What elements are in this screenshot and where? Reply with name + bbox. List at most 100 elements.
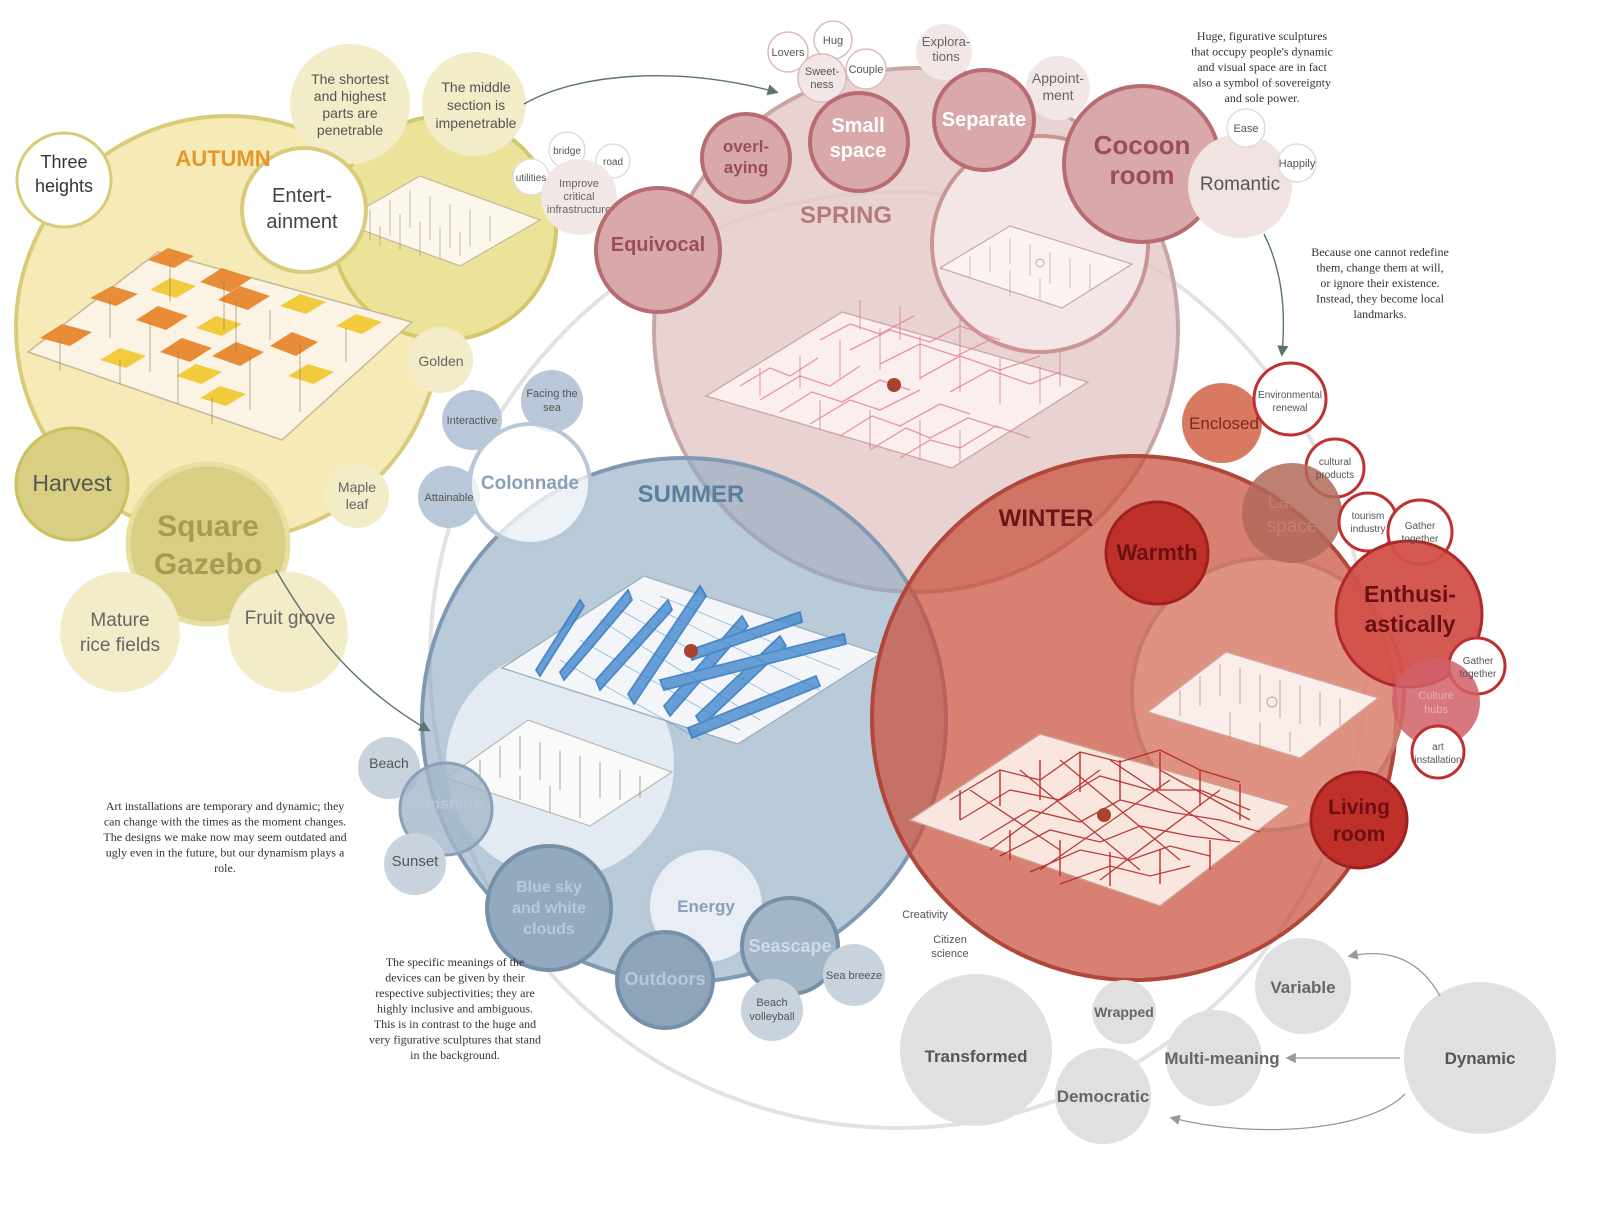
- beach-bubble: [358, 737, 420, 799]
- svg-text:Sunset: Sunset: [392, 853, 440, 870]
- spring-model: [704, 300, 1090, 469]
- autumn-label: AUTUMN: [175, 146, 270, 171]
- svg-text:Beach: Beach: [369, 755, 409, 771]
- svg-text:bridge: bridge: [553, 146, 581, 157]
- multi-meaning-bubble: [1166, 1010, 1262, 1106]
- enclosed-bubble: [1182, 383, 1262, 463]
- svg-text:Creativity: Creativity: [902, 909, 948, 921]
- explorations-bubble: [916, 24, 972, 80]
- svg-text:Enthusi-astically: Enthusi-astically: [1364, 581, 1456, 637]
- large-space-bubble: [1242, 463, 1342, 563]
- svg-text:Seascape: Seascape: [748, 936, 831, 956]
- spring-inner-model: [938, 225, 1134, 309]
- ease-bubble: [1226, 108, 1266, 148]
- golden-bubble: [407, 327, 473, 393]
- transformed-bubble: [900, 974, 1052, 1126]
- variable-bubble: [1255, 938, 1351, 1034]
- summer-inner-model: [444, 719, 674, 827]
- shortest-highest-bubble: [290, 44, 410, 164]
- arrow-spring-winter: [1263, 233, 1289, 357]
- living-room-bubble: [1309, 770, 1409, 870]
- sweetness-bubble: [797, 53, 847, 103]
- culture-hubs-bubble: [1392, 658, 1480, 746]
- svg-text:Transformed: Transformed: [925, 1047, 1028, 1066]
- arrow-dynamic-democratic: [1169, 1093, 1406, 1131]
- fruit-grove-bubble: [228, 572, 348, 692]
- svg-text:utilities: utilities: [516, 173, 547, 184]
- colonnade-bubble: [468, 422, 592, 546]
- middle-section-bubble: [422, 52, 526, 156]
- svg-text:Dynamic: Dynamic: [1445, 1049, 1516, 1068]
- svg-text:Energy: Energy: [677, 897, 735, 916]
- svg-text:Democratic: Democratic: [1057, 1087, 1150, 1106]
- summer-model: [500, 575, 882, 745]
- autumn-upper-model: [338, 175, 542, 267]
- separate-bubble: [932, 68, 1036, 172]
- svg-text:Colonnade: Colonnade: [481, 473, 579, 494]
- harvest-bubble: [14, 426, 130, 542]
- svg-text:Equivocal: Equivocal: [611, 234, 705, 256]
- arrow-autumn-spring: [523, 75, 779, 105]
- equivocal-bubble: [594, 186, 722, 314]
- appointment-bubble: [1026, 56, 1090, 120]
- small-space-bubble: [808, 91, 910, 193]
- arrow-dynamic-variable: [1347, 949, 1441, 997]
- svg-text:overl-aying: overl-aying: [723, 137, 769, 177]
- spring-group: SPRING Lovers Hug Sweet-ness Couple Expl…: [594, 20, 1317, 594]
- svg-text:Happily: Happily: [1279, 158, 1316, 170]
- sunshine-bubble: [398, 761, 494, 857]
- golden-label: Golden: [418, 353, 463, 369]
- svg-text:Attainable: Attainable: [425, 492, 474, 504]
- env-renewal-bubble: [1252, 361, 1328, 437]
- winter-label: WINTER: [999, 505, 1094, 532]
- svg-text:Enclosed: Enclosed: [1189, 414, 1259, 433]
- svg-text:Multi-meaning: Multi-meaning: [1164, 1049, 1279, 1068]
- wrapped-bubble: [1092, 980, 1156, 1044]
- romantic-bubble: [1188, 134, 1292, 238]
- svg-text:Ease: Ease: [1233, 123, 1258, 135]
- svg-text:Interactive: Interactive: [447, 415, 498, 427]
- svg-text:Sea breeze: Sea breeze: [826, 970, 882, 982]
- happily-bubble: [1277, 143, 1317, 183]
- svg-text:Wrapped: Wrapped: [1094, 1004, 1154, 1020]
- svg-text:Lovers: Lovers: [771, 47, 805, 59]
- svg-text:Outdoors: Outdoors: [625, 969, 706, 989]
- svg-text:Sunshine: Sunshine: [410, 796, 482, 813]
- sea-breeze-bubble: [823, 944, 885, 1006]
- svg-text:Sweet-ness: Sweet-ness: [805, 66, 840, 91]
- democratic-bubble: [1055, 1048, 1151, 1144]
- svg-text:Entert-ainment: Entert-ainment: [266, 185, 338, 233]
- blue-sky-bubble: [485, 844, 613, 972]
- svg-text:road: road: [603, 157, 623, 168]
- couple-bubble: [845, 48, 887, 90]
- svg-text:Variable: Variable: [1270, 978, 1335, 997]
- facing-sea-bubble: [521, 370, 583, 432]
- summer-label: SUMMER: [638, 481, 745, 508]
- three-heights-l1: Three: [40, 152, 87, 172]
- arrow-autumn-summer: [275, 569, 431, 732]
- sunset-bubble: [384, 833, 446, 895]
- warmth-bubble: [1104, 500, 1210, 606]
- winter-inner-model: [1146, 651, 1380, 759]
- svg-text:Couple: Couple: [849, 64, 884, 76]
